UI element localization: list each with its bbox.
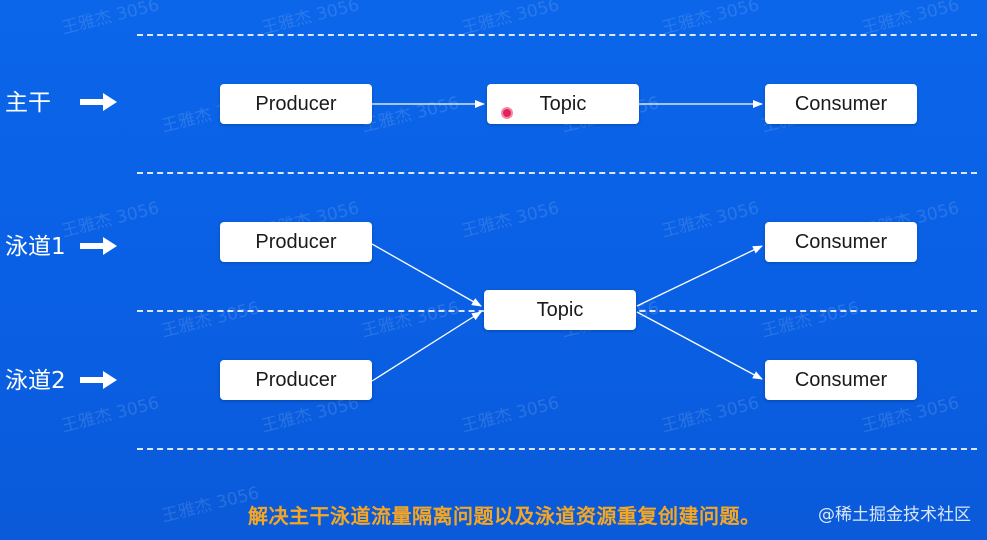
row-label-lane2: 泳道2 [5,368,66,394]
node-trunk-producer: Producer [220,84,372,124]
watermark: 王雅杰 3056 [59,0,162,39]
divider-bottom [137,448,977,450]
divider-trunk-lane [137,172,977,174]
row-label-trunk: 主干 [5,90,51,116]
edge-topic-lane2-consumer [636,311,763,380]
watermark: 王雅杰 3056 [859,0,962,39]
watermark: 王雅杰 3056 [159,298,262,342]
node-lane2-consumer: Consumer [765,360,917,400]
watermark: 王雅杰 3056 [459,0,562,39]
node-lane1-consumer: Consumer [765,222,917,262]
edge-lane1-producer-topic [371,243,482,307]
row-label-lane1: 泳道1 [5,234,66,260]
watermark: 王雅杰 3056 [259,0,362,39]
node-trunk-topic: Topic [487,84,639,124]
watermark: 王雅杰 3056 [459,393,562,437]
watermark: 王雅杰 3056 [759,298,862,342]
watermark: 王雅杰 3056 [459,198,562,242]
caption: 解决主干泳道流量隔离问题以及泳道资源重复创建问题。 [248,504,761,528]
node-lane2-producer: Producer [220,360,372,400]
node-trunk-consumer: Consumer [765,84,917,124]
edge-topic-lane1-consumer [636,245,763,307]
row-arrow-lane1-icon [80,237,117,255]
watermark: 王雅杰 3056 [659,0,762,39]
watermark: 王雅杰 3056 [59,393,162,437]
node-lane1-producer: Producer [220,222,372,262]
watermark: 王雅杰 3056 [359,298,462,342]
node-lane-topic: Topic [484,290,636,330]
row-arrow-lane2-icon [80,371,117,389]
pointer-dot-icon [501,107,513,119]
edge-lane2-producer-topic [371,311,482,382]
source-tag: @稀土掘金技术社区 [818,505,971,525]
watermark: 王雅杰 3056 [659,393,762,437]
divider-top [137,34,977,36]
watermark: 王雅杰 3056 [659,198,762,242]
row-arrow-trunk-icon [80,93,117,111]
watermark: 王雅杰 3056 [159,483,262,527]
watermark: 王雅杰 3056 [359,93,462,137]
